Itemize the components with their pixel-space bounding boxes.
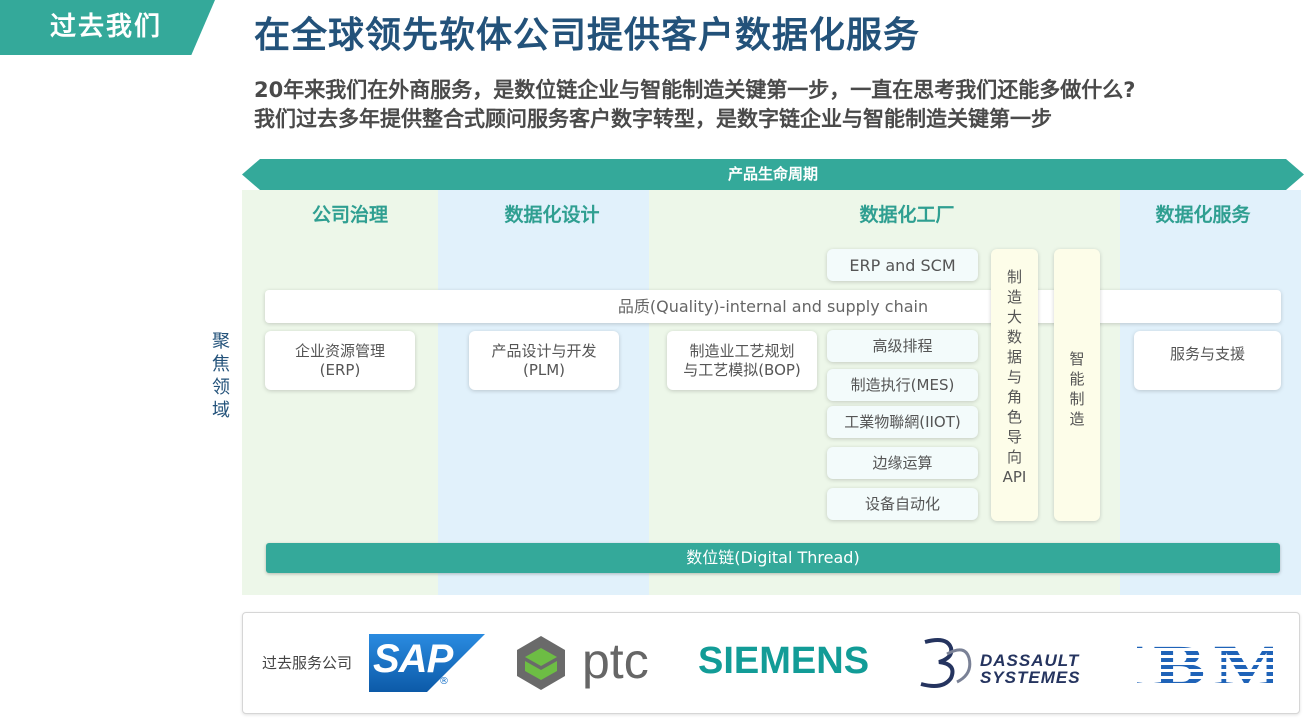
subtitle-line-1: 20年来我们在外商服务，是数位链企业与智能制造关键第一步，一直在思考我们还能多做… [254, 78, 1136, 102]
column-design-bg [438, 190, 649, 595]
dassault-3ds-icon [917, 636, 973, 690]
column-service-bg [1120, 190, 1301, 595]
dassault-logo-line-2: SYSTEMES [980, 668, 1081, 687]
dassault-logo-line-1: DASSAULT [980, 651, 1080, 670]
column-title-governance: 公司治理 [311, 204, 388, 226]
column-governance-bg [242, 190, 438, 595]
smart-manufacturing-box: 智 能 制 造 [1054, 249, 1100, 521]
digital-thread-bar: 数位链(Digital Thread) [266, 543, 1280, 573]
erp-box: 企业资源管理 (ERP) [265, 331, 415, 390]
column-title-service: 数据化服务 [1155, 204, 1251, 226]
plm-box: 产品设计与开发 (PLM) [469, 331, 619, 390]
erp-scm-box: ERP and SCM [827, 249, 978, 281]
aps-box: 高级排程 [827, 330, 978, 362]
section-tag: 过去我们 [0, 0, 215, 55]
focus-area-label: 聚 焦 领 域 [212, 331, 230, 421]
service-support-box: 服务与支援 [1134, 331, 1281, 390]
sap-logo-text: SAP [373, 637, 453, 681]
siemens-logo-text: SIEMENS [698, 640, 870, 682]
edge-computing-box: 边缘运算 [827, 447, 978, 479]
column-title-factory: 数据化工厂 [859, 204, 955, 226]
sap-logo-shape [369, 634, 485, 692]
lifecycle-arrow: 产品生命周期 [242, 159, 1304, 190]
bop-box: 制造业工艺规划 与工艺模拟(BOP) [667, 331, 817, 390]
page-title: 在全球领先软体公司提供客户数据化服务 [254, 15, 921, 56]
iiot-box: 工業物聯網(IIOT) [827, 406, 978, 438]
ptc-mark-icon [515, 634, 567, 692]
mes-box: 制造执行(MES) [827, 369, 978, 401]
automation-box: 设备自动化 [827, 488, 978, 520]
column-title-design: 数据化设计 [504, 204, 600, 226]
quality-bar: 品质(Quality)-internal and supply chain [265, 290, 1281, 323]
ptc-logo-text: ptc [582, 633, 649, 689]
ibm-logo: IBM [1137, 636, 1273, 692]
sap-registered-mark: ® [439, 676, 449, 687]
sap-logo: SAP ® [369, 634, 485, 692]
big-data-api-box: 制 造 大 数 据 与 角 色 导 向 API [991, 249, 1038, 521]
subtitle-line-2: 我们过去多年提供整合式顾问服务客户数字转型，是数字链企业与智能制造关键第一步 [254, 107, 1052, 131]
past-clients-label: 过去服务公司 [262, 654, 353, 672]
ibm-stripes [1137, 641, 1273, 686]
